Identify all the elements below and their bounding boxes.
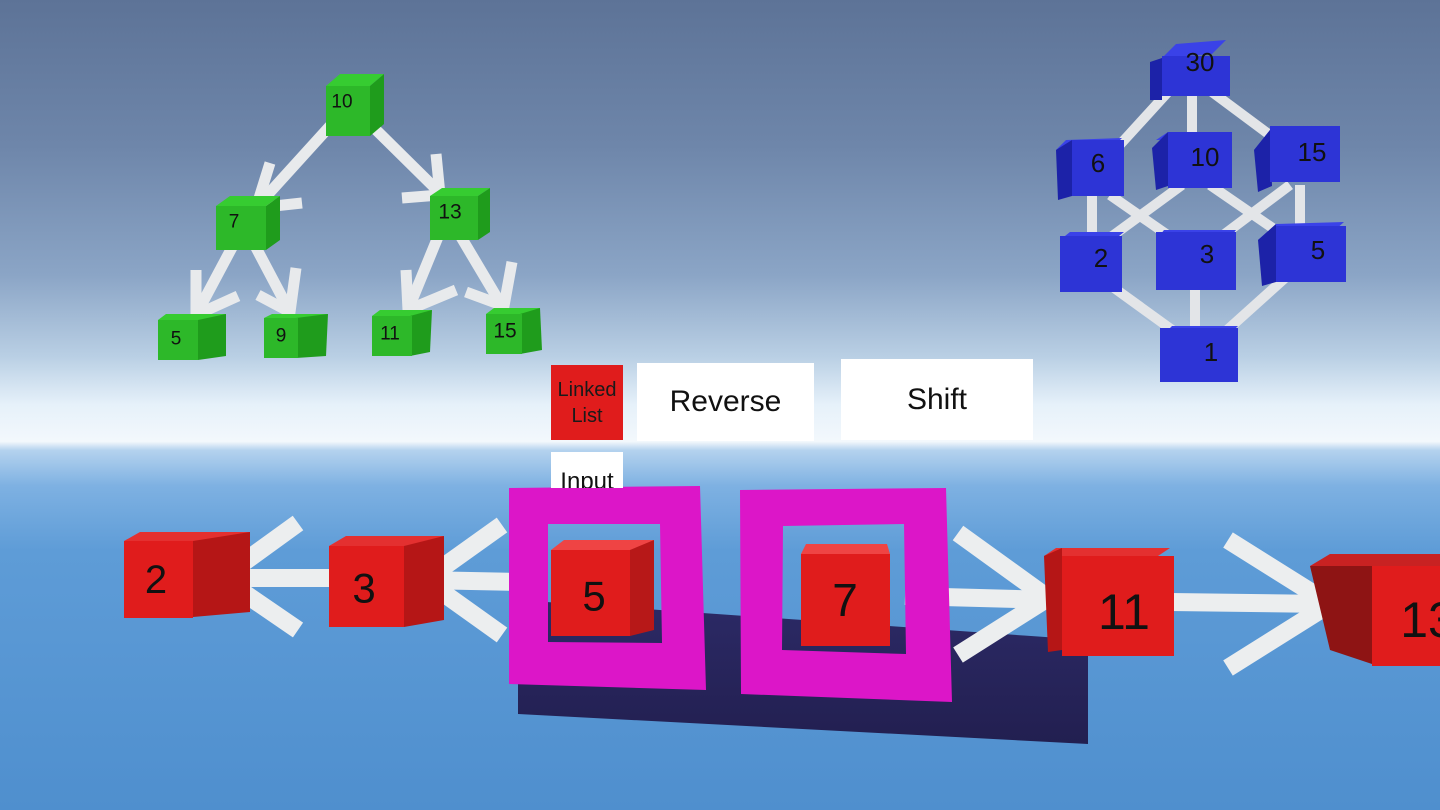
list-node-5: 5 (551, 540, 654, 636)
linked-list-label-line2: List (571, 404, 603, 427)
list-node-3: 3 (329, 536, 444, 627)
blue-node-10: 10 (1152, 132, 1232, 190)
blue-node-5-label: 5 (1311, 235, 1325, 265)
blue-node-6-label: 6 (1091, 148, 1105, 178)
green-node-7-label: 7 (229, 212, 240, 233)
blue-node-3-label: 3 (1200, 239, 1214, 269)
blue-node-1-label: 1 (1204, 337, 1218, 367)
blue-node-30: 30 (1150, 40, 1230, 100)
input-label: Input (560, 468, 614, 488)
list-node-3-label: 3 (352, 565, 375, 612)
blue-node-1: 1 (1160, 326, 1238, 382)
blue-node-6: 6 (1056, 138, 1124, 200)
linked-list-label-line1: Linked (557, 378, 617, 401)
green-node-13: 13 (430, 188, 490, 240)
list-node-13: 13 (1310, 554, 1440, 666)
green-node-10: 10 (326, 74, 384, 136)
green-node-5-label: 5 (171, 329, 182, 350)
green-tree: 10 7 13 5 9 11 (158, 74, 542, 360)
lattice-edges (1087, 87, 1305, 337)
input-field[interactable]: Input (551, 452, 623, 488)
list-node-13-label: 13 (1400, 592, 1440, 648)
blue-node-15: 15 (1254, 126, 1340, 192)
green-node-11: 11 (372, 310, 432, 356)
list-node-5-label: 5 (582, 573, 605, 620)
green-node-13-label: 13 (438, 201, 461, 224)
green-node-11-label: 11 (380, 324, 400, 345)
tree-edges (191, 111, 507, 318)
green-node-9-label: 9 (276, 326, 287, 347)
blue-node-2: 2 (1060, 232, 1124, 292)
list-node-2: 2 (124, 532, 250, 618)
green-node-5: 5 (158, 314, 226, 360)
green-node-10-label: 10 (331, 92, 352, 113)
green-node-9: 9 (264, 314, 328, 358)
list-node-11: 11 (1044, 548, 1174, 656)
shift-button[interactable]: Shift (841, 359, 1033, 440)
list-node-7: 7 (801, 544, 890, 646)
blue-node-15-label: 15 (1298, 137, 1327, 167)
list-node-7-label: 7 (832, 574, 858, 626)
linked-list-button[interactable]: Linked List (551, 365, 623, 440)
linked-list: 2 3 5 7 11 13 (124, 486, 1440, 744)
blue-node-10-label: 10 (1191, 142, 1220, 172)
blue-node-5: 5 (1258, 222, 1346, 286)
list-node-11-label: 11 (1098, 584, 1150, 640)
reverse-label: Reverse (669, 385, 782, 418)
blue-lattice: 30 6 10 15 2 3 (1056, 40, 1346, 382)
highlight-frame-5 (509, 486, 706, 690)
blue-node-2-label: 2 (1094, 243, 1108, 273)
reverse-button[interactable]: Reverse (637, 363, 814, 441)
green-node-15: 15 (486, 308, 542, 354)
blue-node-30-label: 30 (1186, 47, 1215, 77)
green-node-15-label: 15 (493, 320, 516, 343)
list-node-2-label: 2 (145, 558, 167, 602)
blue-node-3: 3 (1156, 230, 1236, 290)
green-node-7: 7 (216, 196, 280, 250)
shift-label: Shift (906, 382, 968, 416)
highlight-frame-7 (740, 488, 952, 702)
